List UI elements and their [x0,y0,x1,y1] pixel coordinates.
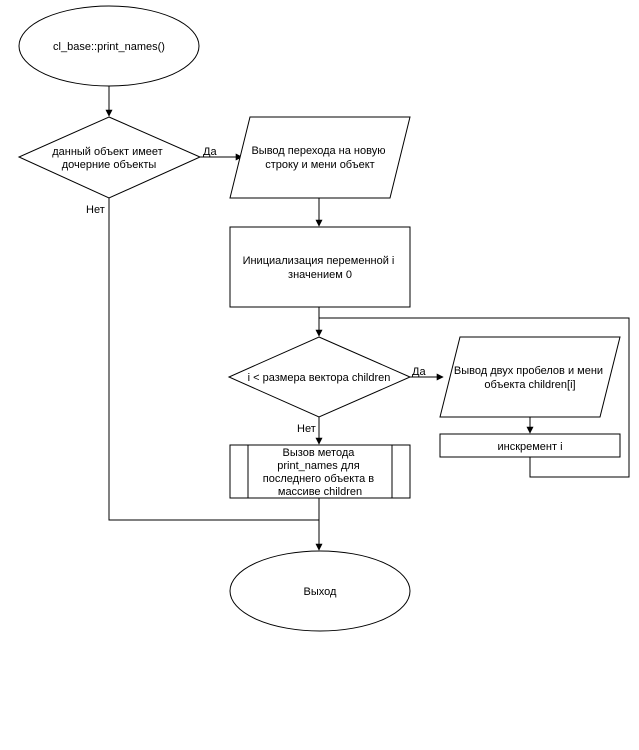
call-predefined-process [229,444,411,499]
decision2-diamond [227,336,412,418]
decision2-yes-label: Да [412,366,426,378]
decision2-no-label: Нет [297,423,316,435]
edge-loop-back [319,317,630,478]
output1-label: Вывод перехода на новую строку и мени об… [251,145,388,171]
output2-label: Вывод двух пробелов и мени объекта child… [454,365,606,391]
end-terminator [229,550,411,632]
call-label: Вызов метода print_names для последнего … [263,447,377,498]
increment-process [439,433,621,458]
init-label: Инициализация переменной i значением 0 [243,255,398,281]
decision1-diamond [17,116,202,199]
init-process [229,226,411,308]
end-label: Выход [304,586,337,598]
output2-parallelogram [439,336,621,418]
increment-label: инскремент i [497,441,562,453]
decision2-label: i < размера вектора children [248,372,391,384]
start-label: cl_base::print_names() [53,41,165,53]
decision1-yes-label: Да [203,146,217,158]
start-terminator [18,5,200,87]
output1-parallelogram [229,116,411,199]
decision1-label: данный объект имеет дочерние объекты [52,146,166,171]
decision1-no-label: Нет [86,204,105,216]
edge-decision1-no [108,198,319,521]
